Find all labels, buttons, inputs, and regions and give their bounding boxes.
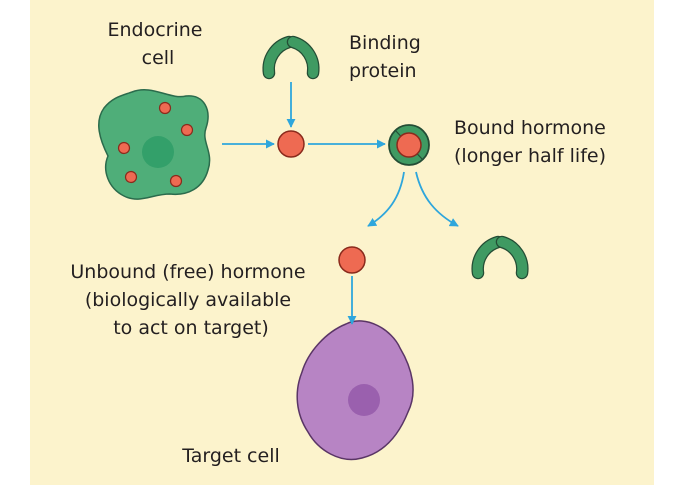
arrow-bound-to-unbound — [367, 171, 405, 227]
released-binding-protein-icon — [471, 235, 529, 280]
target-cell — [296, 320, 414, 461]
label-bound-hormone: Bound hormone (longer half life) — [454, 117, 612, 167]
arrow-bound-to-protein — [415, 171, 459, 227]
endocrine-nucleus — [142, 136, 174, 168]
endocrine-cell — [98, 89, 211, 200]
hormone-granule — [169, 174, 183, 188]
hormone-granule — [117, 141, 131, 155]
label-target-cell: Target cell — [181, 445, 280, 467]
binding-protein-icon — [262, 35, 320, 80]
hormone-granule — [124, 170, 138, 184]
hormone-granule — [180, 123, 194, 137]
unbound-hormone-molecule — [338, 246, 366, 274]
label-unbound-hormone: Unbound (free) hormone (biologically ava… — [70, 261, 311, 339]
label-binding-protein: Binding protein — [349, 32, 427, 82]
hormone-molecule — [277, 130, 305, 158]
hormone-granule — [158, 101, 172, 115]
label-endocrine-cell: Endocrine cell — [107, 19, 208, 69]
arrows — [222, 82, 459, 325]
target-nucleus — [348, 384, 380, 416]
bound-hormone-icon — [388, 124, 430, 166]
